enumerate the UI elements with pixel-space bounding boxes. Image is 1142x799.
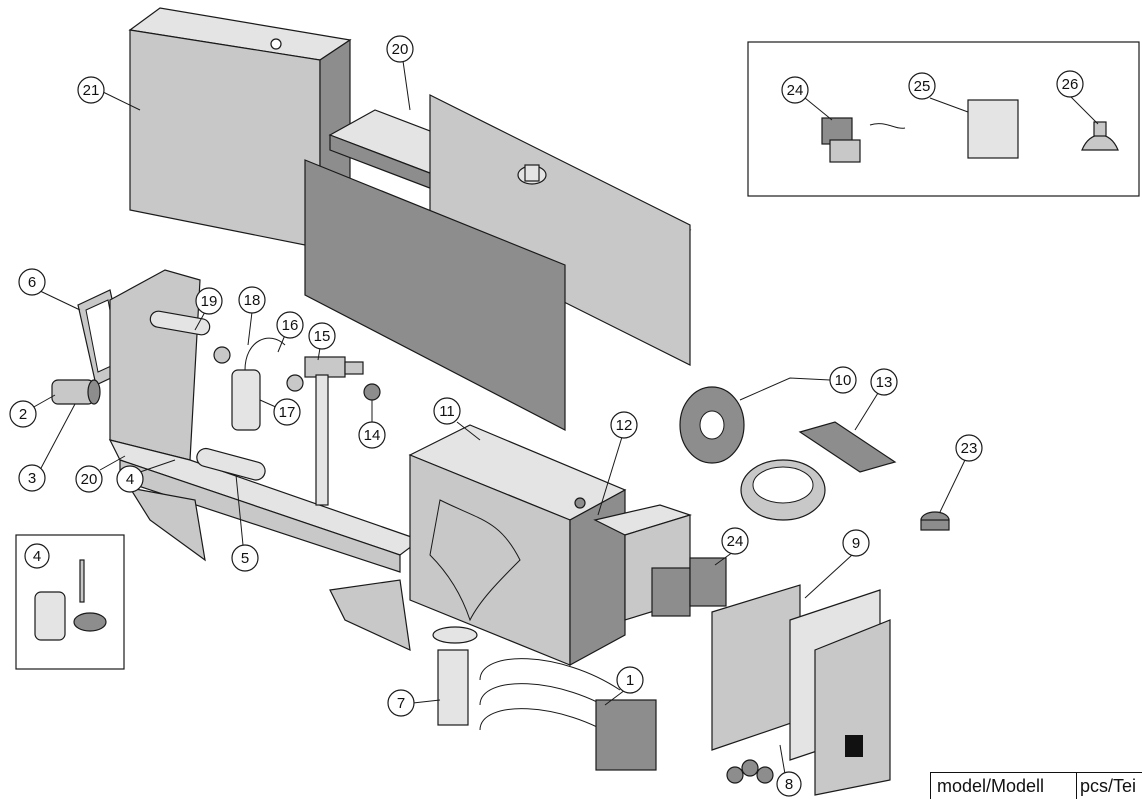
callout-10: 10	[829, 366, 857, 394]
part-9-control-board	[711, 584, 891, 796]
callout-18: 18	[238, 286, 266, 346]
callout-17: 17	[259, 398, 301, 426]
callout-label: 15	[314, 328, 331, 345]
part-13-display-board	[798, 421, 897, 473]
callout-label: 9	[852, 535, 860, 552]
callout-24: 24	[714, 527, 749, 566]
inset-spare-parts-box	[747, 41, 1140, 197]
callout-19: 19	[194, 287, 223, 331]
callout-label: 2	[19, 406, 27, 423]
callout-label: 25	[914, 78, 931, 95]
part-21-top-panel	[328, 94, 692, 366]
callout-21: 20	[386, 35, 414, 111]
callout-13: 13	[854, 368, 898, 431]
callout-label: 18	[244, 292, 261, 309]
parts-table-header: model/Modell pcs/Tei	[930, 772, 1142, 799]
part-25-solenoid-valve	[821, 117, 906, 163]
part-23-knob	[920, 511, 950, 531]
callout-label: 23	[961, 440, 978, 457]
part-10-coil	[679, 377, 831, 464]
callout-label: 11	[439, 403, 455, 420]
part-15-16-fitting	[286, 356, 381, 506]
callout-label: 13	[876, 374, 893, 391]
part-11-steam-tank	[408, 424, 627, 667]
callout-12: 12	[597, 411, 638, 516]
callout-8: 8	[776, 744, 802, 797]
callout-label: 3	[28, 470, 36, 487]
callout-4-inset: 4	[24, 543, 50, 569]
callout-label: 4	[126, 471, 134, 488]
callout-4: 4	[116, 459, 176, 493]
callout-label: 24	[787, 82, 804, 99]
callout-label: 14	[364, 427, 381, 444]
callout-label: 1	[626, 672, 634, 689]
callout-label: 24	[727, 533, 744, 550]
callout-2: 2	[9, 394, 56, 428]
callout-label: 7	[397, 695, 405, 712]
part-8-feet	[726, 759, 774, 784]
callout-26: 25	[908, 72, 969, 113]
callout-1: 1	[604, 666, 644, 706]
callout-23: 23	[939, 434, 983, 513]
table-header-model: model/Modell	[937, 776, 1045, 796]
callout-label: 17	[279, 404, 296, 421]
callout-label: 10	[835, 372, 852, 389]
callout-label: 20	[392, 41, 409, 58]
table-header-pcs: pcs/Tei	[1080, 776, 1137, 796]
part-1-heating-element	[479, 658, 657, 771]
callout-label: 20	[81, 471, 98, 488]
callout-label: 5	[241, 550, 249, 567]
part-chassis-frame	[108, 269, 422, 652]
callout-label: 6	[28, 274, 36, 291]
part-27-clip	[1081, 121, 1119, 151]
part-24-contactors	[651, 557, 727, 617]
callout-16: 16	[276, 311, 304, 353]
callout-5: 5	[231, 474, 259, 572]
part-2-3-valve	[51, 379, 101, 405]
callout-3: 3	[18, 403, 76, 492]
callout-22: 21	[77, 76, 141, 111]
callout-15: 15	[308, 322, 336, 361]
callout-label: 21	[83, 82, 100, 99]
callout-label: 8	[785, 776, 793, 793]
callout-label: 12	[616, 417, 633, 434]
part-coil-ring	[740, 459, 826, 521]
callout-label: 4	[33, 548, 41, 565]
callout-6: 6	[18, 268, 81, 311]
part-19-tube	[149, 310, 211, 336]
callout-25: 24	[781, 76, 833, 121]
part-7-drain	[432, 626, 478, 726]
table-column-divider	[1076, 773, 1077, 799]
callout-27: 26	[1056, 70, 1099, 125]
part-front-panel	[304, 159, 566, 431]
callout-label: 16	[282, 317, 299, 334]
callout-11: 11	[433, 397, 481, 441]
part-26-module	[967, 99, 1019, 159]
callout-label: 19	[201, 293, 218, 310]
callout-14: 14	[358, 400, 386, 449]
callout-label: 26	[1062, 76, 1079, 93]
callout-9: 9	[804, 529, 870, 599]
callout-20: 20	[75, 455, 126, 493]
callout-7: 7	[387, 689, 441, 717]
part-5-pipe	[196, 447, 266, 481]
